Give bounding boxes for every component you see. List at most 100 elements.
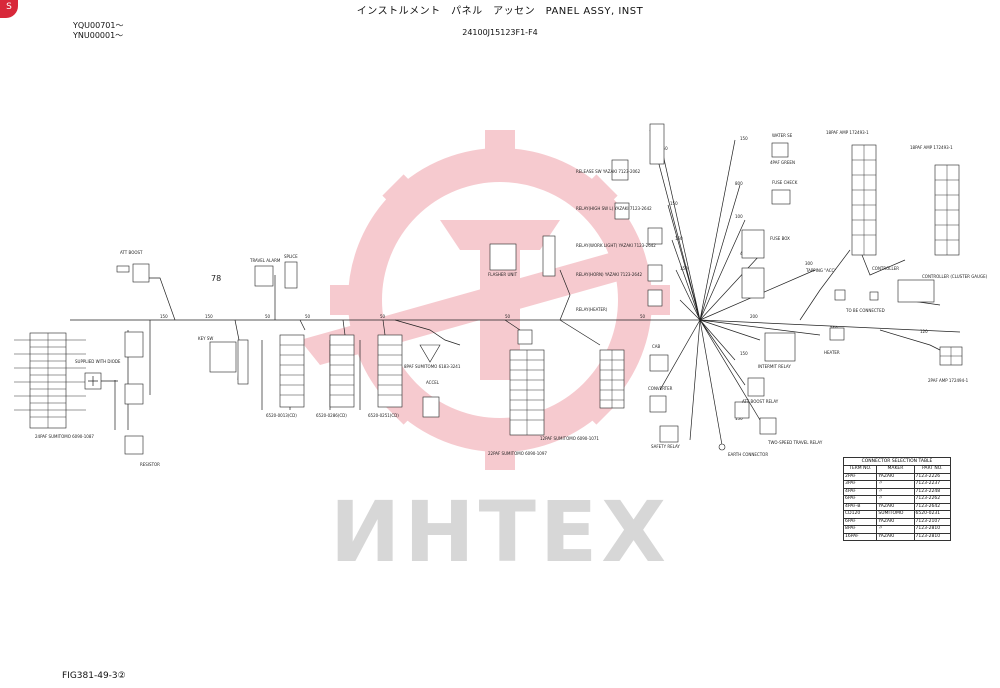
table-row: 3PAF〃7123-2237 bbox=[842, 480, 952, 489]
table-title: CONNECTOR SELECTION TABLE bbox=[843, 457, 951, 465]
table-header: MAKER bbox=[876, 465, 915, 474]
connector-key-sw bbox=[209, 339, 249, 385]
label-safety-relay: SAFETY RELAY bbox=[651, 444, 680, 449]
label-c3: 6520-0251(CD) bbox=[368, 413, 399, 418]
table-cell: CD120 bbox=[842, 510, 878, 519]
ref-number: 78 bbox=[211, 274, 221, 283]
connector-c2 bbox=[329, 334, 355, 408]
label-relay-horn: RELAY(HORN) YAZAKI 7123-2642 bbox=[576, 272, 642, 277]
label-accel: ACCEL bbox=[426, 380, 440, 385]
connector-18p-a bbox=[851, 144, 877, 256]
label-relay-heater: RELAY(HEATER) bbox=[576, 307, 608, 312]
label-sumitomo-8p: 8PAF SUMITOMO 6183-3241 bbox=[404, 364, 461, 369]
svg-text:100: 100 bbox=[735, 214, 743, 219]
svg-text:150: 150 bbox=[740, 351, 748, 356]
label-relay-light: RELAY(WORK LIGHT) YAZAKI 7123-2642 bbox=[576, 243, 656, 248]
drawing-number: 24100J15123F1-F4 bbox=[462, 28, 538, 37]
label-two-speed: TWO-SPEED TRAVEL RELAY bbox=[767, 440, 823, 445]
svg-text:200: 200 bbox=[750, 314, 758, 319]
figure-number: FIG381-49-3② bbox=[62, 671, 126, 681]
table-cell: 〃 bbox=[876, 495, 915, 504]
svg-text:50: 50 bbox=[305, 314, 311, 319]
table-cell: 7123-2248 bbox=[913, 487, 952, 496]
connector-selection-table: CONNECTOR SELECTION TABLE TERM NO. MAKER… bbox=[842, 457, 952, 541]
table-header: PART NO. bbox=[913, 465, 952, 474]
connector-12p bbox=[599, 349, 625, 409]
table-cell: 2PAF bbox=[842, 472, 878, 481]
label-amp-4p: 4PAF GREEN bbox=[770, 160, 795, 165]
connector-flasher bbox=[489, 235, 556, 277]
label-controller-gauge: CONTROLLER (CLUSTER GAUGE) bbox=[922, 274, 988, 279]
table-cell: 6PAF bbox=[842, 495, 878, 504]
table-cell: 7123-2226 bbox=[913, 472, 952, 481]
table-cell: 8PAF bbox=[842, 525, 878, 534]
label-to-be-connected: TO BE CONNECTED bbox=[845, 308, 885, 313]
table-cell: 6520-0231 bbox=[913, 510, 952, 519]
table-cell: 7123-2642 bbox=[913, 502, 952, 511]
table-cell: 〃 bbox=[876, 525, 915, 534]
model-range-2: YNU00001～ bbox=[73, 31, 124, 40]
label-resistor: RESISTOR bbox=[140, 462, 160, 467]
table-cell: YAZAKI bbox=[876, 532, 915, 541]
table-cell: 7123-2107 bbox=[913, 517, 952, 526]
label-release-sw: RELEASE SW YAZAKI 7123-2062 bbox=[576, 169, 641, 174]
label-amp-2p: 2PAF AMP 172494-1 bbox=[928, 378, 969, 383]
svg-text:120: 120 bbox=[920, 329, 928, 334]
label-22p: 22PAF SUMITOMO 6090-1097 bbox=[488, 451, 547, 456]
table-cell: 7123-2262 bbox=[913, 495, 952, 504]
svg-text:300: 300 bbox=[805, 261, 813, 266]
label-fuse-box: FUSE BOX bbox=[770, 236, 790, 241]
connector-18p-b bbox=[934, 164, 960, 256]
svg-text:50: 50 bbox=[505, 314, 511, 319]
label-water-se: WATER SE bbox=[772, 133, 793, 138]
svg-text:150: 150 bbox=[160, 314, 168, 319]
table-cell: 4PAF bbox=[842, 487, 878, 496]
connector-heater bbox=[829, 327, 845, 341]
table-cell: 3PAF bbox=[842, 480, 878, 489]
table-cell: 〃 bbox=[876, 487, 915, 496]
diode-symbol bbox=[84, 372, 118, 390]
label-cab: CAB bbox=[652, 344, 661, 349]
converter-cab bbox=[649, 354, 726, 451]
label-c1: 6520-0013(CD) bbox=[266, 413, 297, 418]
label-travel-alarm: TRAVEL ALARM bbox=[249, 258, 281, 263]
svg-text:50: 50 bbox=[380, 314, 386, 319]
table-cell: SUMITOMO bbox=[876, 510, 915, 519]
table-cell: YAZAKI bbox=[876, 517, 915, 526]
label-main-24p: 24PAF SUMITOMO 6090-1087 bbox=[35, 434, 94, 439]
fuse-box bbox=[741, 142, 791, 299]
table-cell: 7123-2810 bbox=[913, 532, 952, 541]
table-cell: 6PAF bbox=[842, 517, 878, 526]
label-heater: HEATER bbox=[824, 350, 840, 355]
svg-text:150: 150 bbox=[670, 201, 678, 206]
table-row: 4PAF〃7123-2248 bbox=[842, 487, 952, 496]
svg-text:50: 50 bbox=[265, 314, 271, 319]
label-fuse-check: FUSE CHECK bbox=[772, 180, 798, 185]
table-cell: 7123-2810 bbox=[913, 525, 952, 534]
svg-text:150: 150 bbox=[205, 314, 213, 319]
connector-accel bbox=[422, 396, 440, 418]
label-supplied-diode: SUPPLIED WITH DIODE bbox=[75, 359, 121, 364]
controller-box bbox=[834, 279, 935, 303]
connector-att-boost bbox=[116, 263, 150, 283]
table-cell: 4PAF-B bbox=[842, 502, 878, 511]
label-12p: 12PAF SUMITOMO 6090-1071 bbox=[540, 436, 599, 441]
table-cell: 16PAF bbox=[842, 532, 878, 541]
corner-badge: S bbox=[0, 0, 18, 18]
svg-text:150: 150 bbox=[675, 236, 683, 241]
connector-main-24p bbox=[14, 332, 86, 429]
page-title: インストルメント パネル アッセン PANEL ASSY, INST bbox=[356, 6, 644, 17]
label-earth-connector: EARTH CONNECTOR bbox=[728, 452, 768, 457]
label-tapping-acc: TAPPING "ACC" bbox=[805, 268, 836, 273]
svg-text:50: 50 bbox=[640, 314, 646, 319]
connector-c3 bbox=[377, 334, 403, 408]
label-controller: CONTROLLER bbox=[872, 266, 899, 271]
relay-right bbox=[734, 332, 796, 435]
relay-stack bbox=[611, 123, 665, 307]
